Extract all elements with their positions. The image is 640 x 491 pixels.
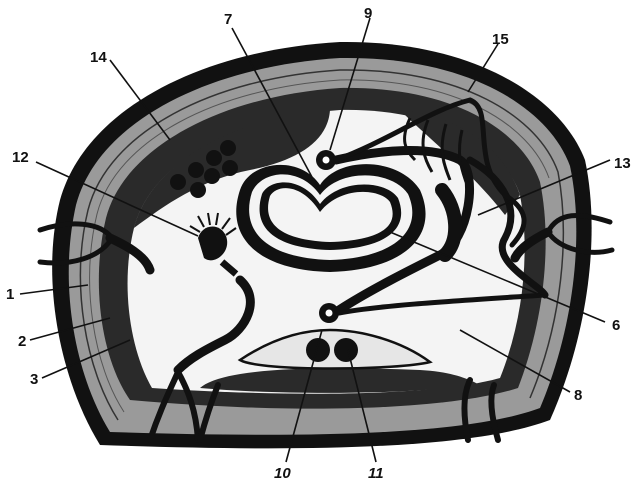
label-14: 14 <box>90 49 107 66</box>
label-6: 6 <box>612 317 620 334</box>
label-15: 15 <box>492 31 509 48</box>
label-12: 12 <box>12 149 29 166</box>
label-8: 8 <box>574 387 582 404</box>
label-10: 10 <box>274 465 291 482</box>
label-13: 13 <box>614 155 631 172</box>
intestine <box>236 164 425 272</box>
label-3: 3 <box>30 371 38 388</box>
label-9: 9 <box>364 5 372 22</box>
label-1: 1 <box>6 286 14 303</box>
label-7: 7 <box>224 11 232 28</box>
label-2: 2 <box>18 333 26 350</box>
label-11: 11 <box>368 465 384 482</box>
